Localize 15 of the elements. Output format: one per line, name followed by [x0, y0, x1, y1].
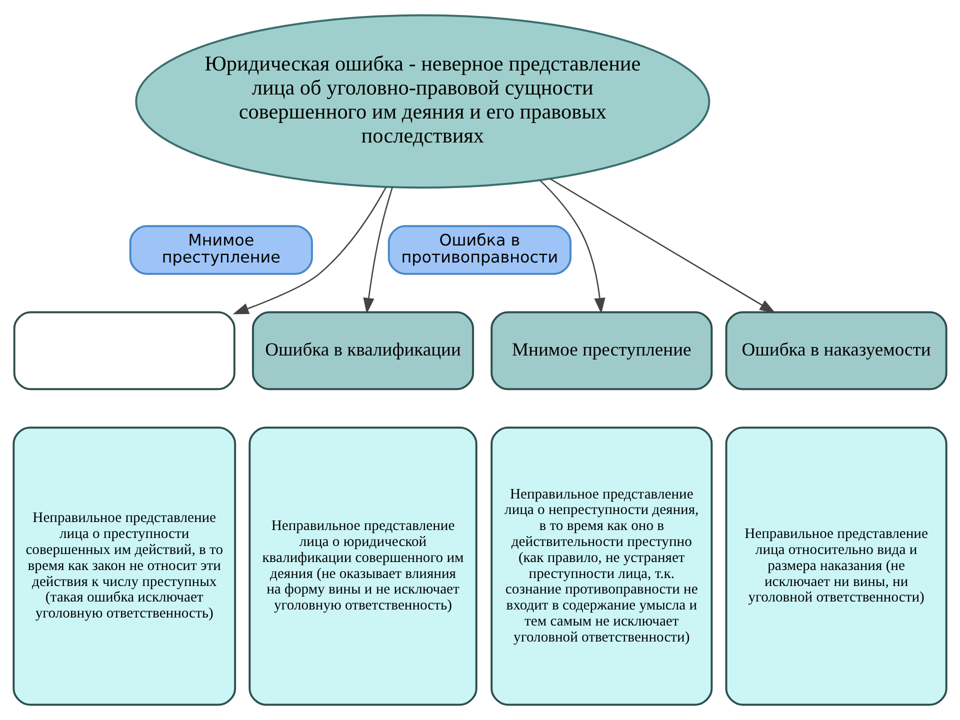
node-box: Ошибка в квалификации: [252, 311, 474, 390]
arrow: [232, 186, 387, 314]
node-box: Мнимое преступление: [129, 225, 313, 275]
arrow: [363, 187, 393, 314]
node-box: Неправильное представление лица относительно вида и размера наказания (не исключает ни вины, ни уголовной ответственности): [725, 426, 948, 706]
node-box: Неправильное представление лица о непреступности деяния, в то время как оно в действительности преступно (как правило, не устраняет преступности лица, т.к. сознание противоправности не входит в содержание умысла и тем самым не исключает уголовной ответственности): [490, 426, 713, 706]
node-box: Ошибка в противоправности: [388, 225, 572, 275]
node-box: [13, 311, 236, 390]
arrow: [550, 178, 776, 314]
node-box: Мнимое преступление: [490, 311, 713, 390]
arrow: [540, 180, 606, 314]
node-box: Ошибка в наказуемости: [725, 311, 948, 390]
node-ellipse: Юридическая ошибка - неверное представление лица об уголовно-правовой сущности совершенного им деяния и его правовых последствиях: [135, 14, 710, 189]
node-box: Неправильное представление лица о преступности совершенных им действий, в то время как закон не относит эти действия к числу преступных (такая ошибка исключает уголовную ответственность): [12, 426, 236, 706]
node-box: Неправильное представление лица о юридической квалификации совершенного им деяния (не оказывает влияния на форму вины и не исключает уголовную ответственность): [248, 426, 478, 706]
